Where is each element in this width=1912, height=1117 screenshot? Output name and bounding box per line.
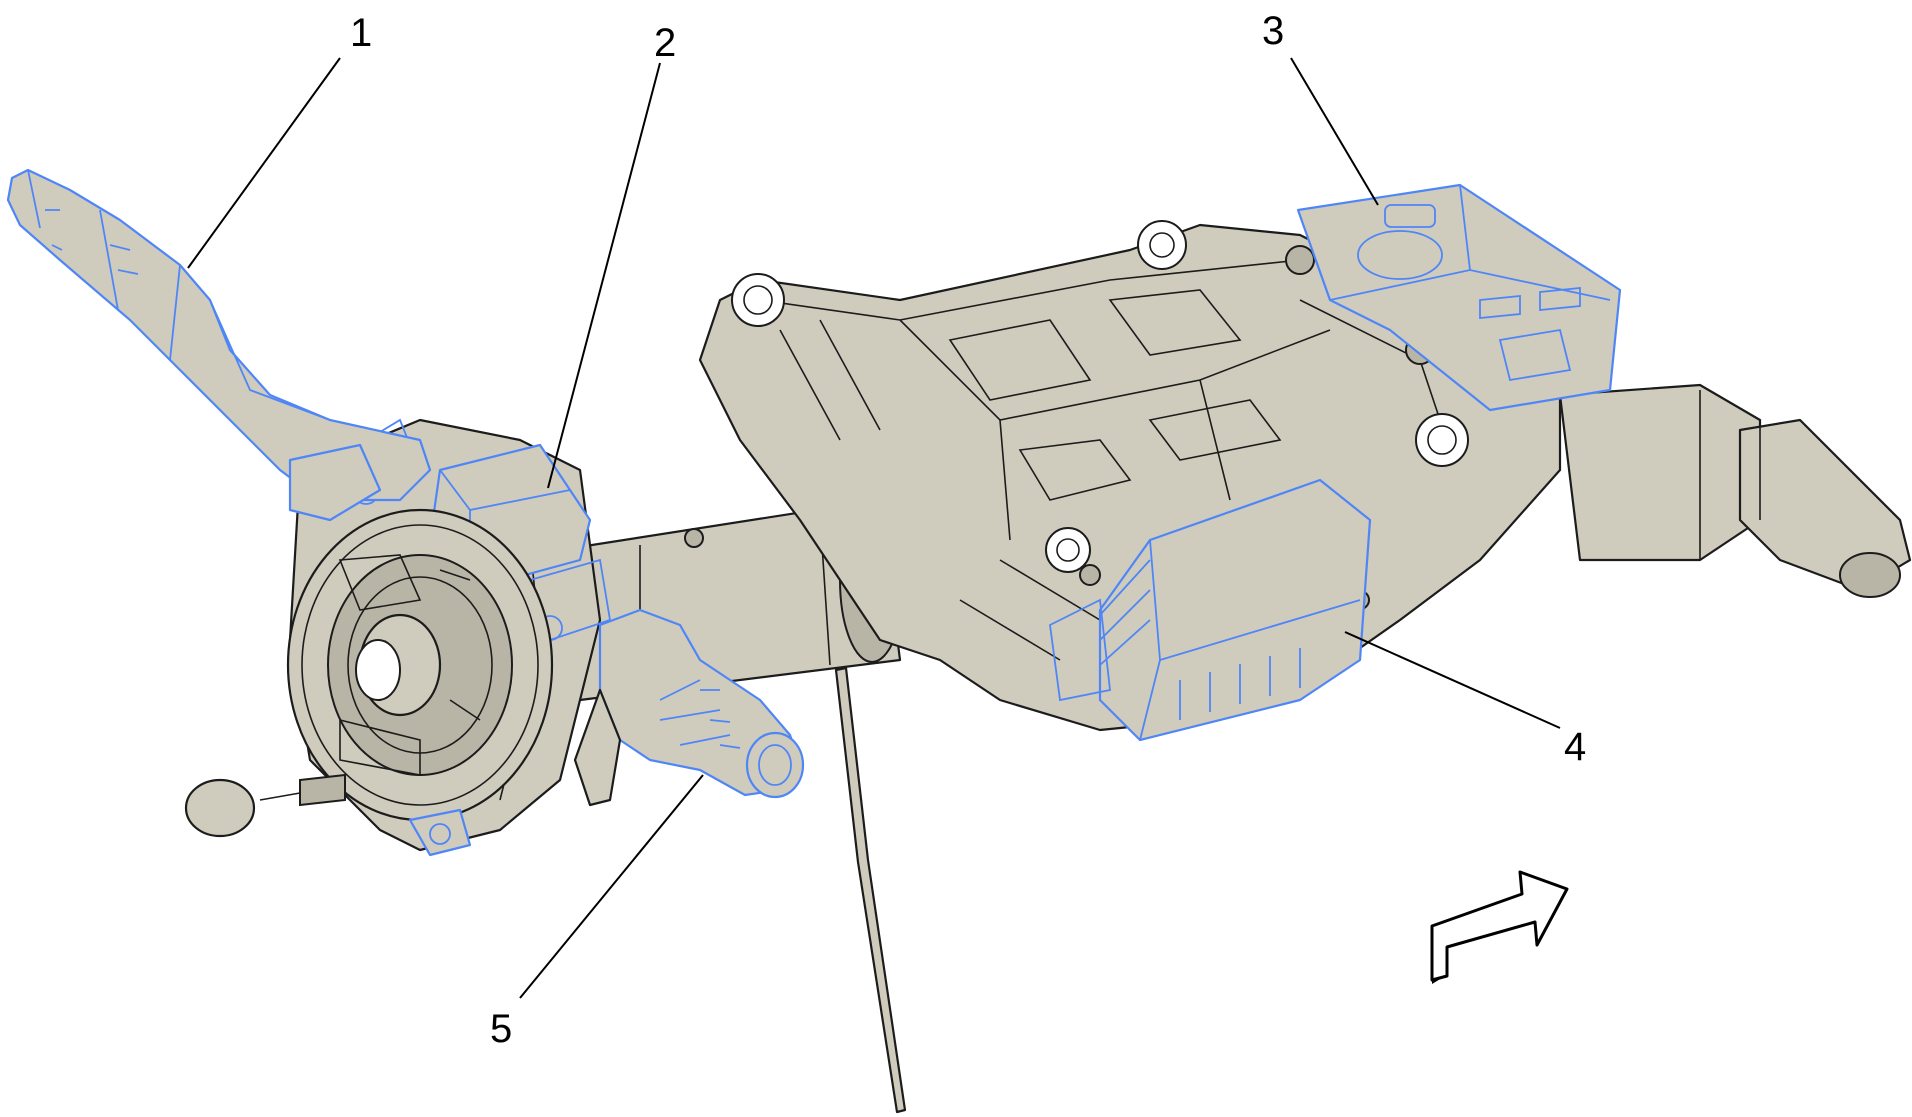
forward-arrow-icon	[1430, 870, 1569, 984]
column-rear-tube	[1558, 383, 1912, 598]
leader-line-4	[1344, 631, 1561, 729]
leader-line-2	[547, 62, 661, 489]
steering-column-assembly	[6, 168, 1912, 1114]
leader-line-5	[519, 774, 704, 999]
callout-1: 1	[350, 11, 372, 55]
control-module	[1049, 478, 1372, 742]
multifunction-lever-left	[6, 168, 432, 522]
switch-assembly	[184, 418, 612, 857]
lower-strap	[834, 666, 907, 1114]
leader-lines	[187, 57, 1561, 999]
leader-line-1	[187, 57, 341, 269]
leader-line-3	[1290, 57, 1379, 206]
callout-2: 2	[654, 21, 676, 65]
column-lock-module	[1296, 183, 1622, 412]
callout-5: 5	[490, 1007, 512, 1051]
callout-labels: 1 2 3 4 5	[350, 9, 1586, 1051]
callout-4: 4	[1564, 725, 1586, 769]
multifunction-lever-right	[573, 608, 805, 807]
callout-3: 3	[1262, 9, 1284, 53]
